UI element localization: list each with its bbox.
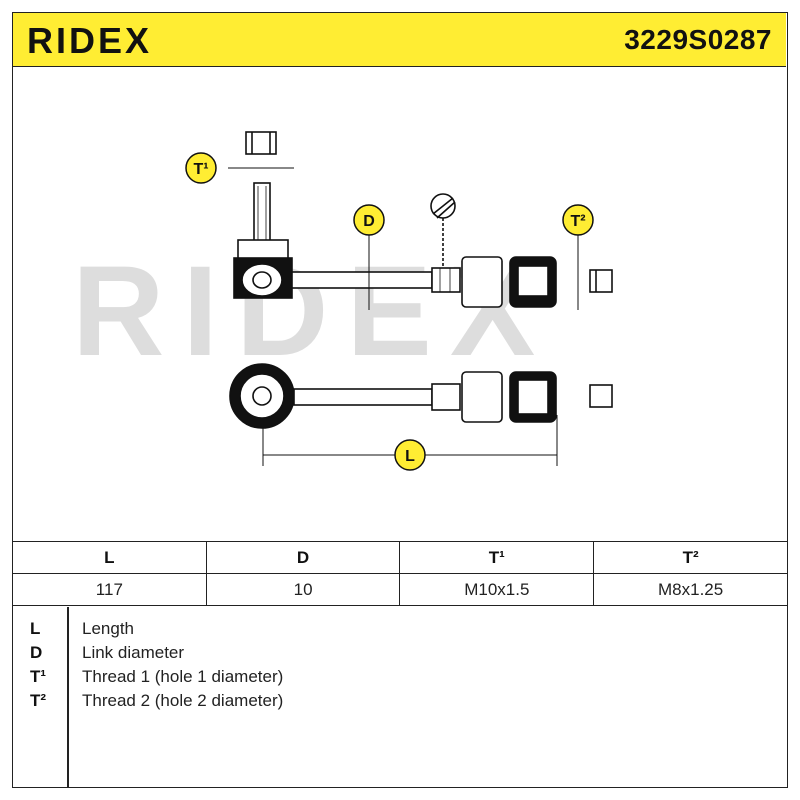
value-l: 117 (12, 573, 207, 606)
header-t1: T¹ (399, 541, 595, 574)
link-rod (291, 271, 433, 289)
top-nut (245, 131, 277, 155)
legend-desc: Thread 2 (hole 2 diameter) (82, 691, 284, 710)
value-t2: M8x1.25 (593, 573, 788, 606)
header-t2: T² (593, 541, 788, 574)
header-l: L (12, 541, 207, 574)
part-number: 3229S0287 (624, 24, 772, 55)
svg-text:D: D (363, 213, 375, 230)
svg-text:RIDEX: RIDEX (27, 21, 152, 59)
rod-threaded-end (431, 267, 461, 293)
ridex-logo: RIDEX (27, 21, 152, 59)
svg-text:T²: T² (570, 213, 585, 230)
technical-drawing: RIDEX (72, 131, 613, 471)
callout-t2: T² (562, 204, 594, 236)
table-header-row: L D T¹ T² (12, 541, 788, 574)
legend-desc: Link diameter (82, 643, 185, 662)
top-view (229, 363, 613, 429)
value-t1: M10x1.5 (399, 573, 595, 606)
legend-desc: Length (82, 619, 134, 638)
table-value-row: 117 10 M10x1.5 M8x1.25 (12, 573, 788, 606)
callout-l: L (394, 439, 426, 471)
legend-desc: Thread 1 (hole 1 diameter) (82, 667, 284, 686)
legend-key: T¹ (30, 667, 47, 686)
legend-item: T² Thread 2 (hole 2 diameter) (12, 691, 788, 715)
value-d: 10 (205, 573, 401, 606)
threaded-stud (253, 182, 271, 244)
header-d: D (205, 541, 401, 574)
legend-key: D (30, 643, 43, 662)
bushing-1 (461, 256, 503, 308)
svg-text:T¹: T¹ (193, 161, 208, 178)
legend: L Length D Link diameter T¹ Thread 1 (ho… (12, 607, 788, 788)
legend-key: L (30, 619, 41, 638)
callout-t1: T¹ (185, 152, 217, 184)
legend-key: T² (30, 691, 47, 710)
spec-table: L D T¹ T² 117 10 M10x1.5 M8x1.25 (12, 541, 788, 606)
header-bar: RIDEX 3229S0287 (13, 13, 786, 67)
legend-item: T¹ Thread 1 (hole 1 diameter) (12, 667, 788, 691)
svg-text:L: L (405, 448, 415, 465)
legend-item: D Link diameter (12, 643, 788, 667)
legend-divider (67, 607, 69, 787)
callout-d: D (353, 204, 385, 236)
watermark-text: RIDEX (72, 240, 553, 383)
side-view (233, 131, 613, 308)
legend-item: L Length (12, 619, 788, 643)
product-sheet-frame: RIDEX 3229S0287 (12, 12, 788, 788)
end-nut (589, 269, 613, 293)
